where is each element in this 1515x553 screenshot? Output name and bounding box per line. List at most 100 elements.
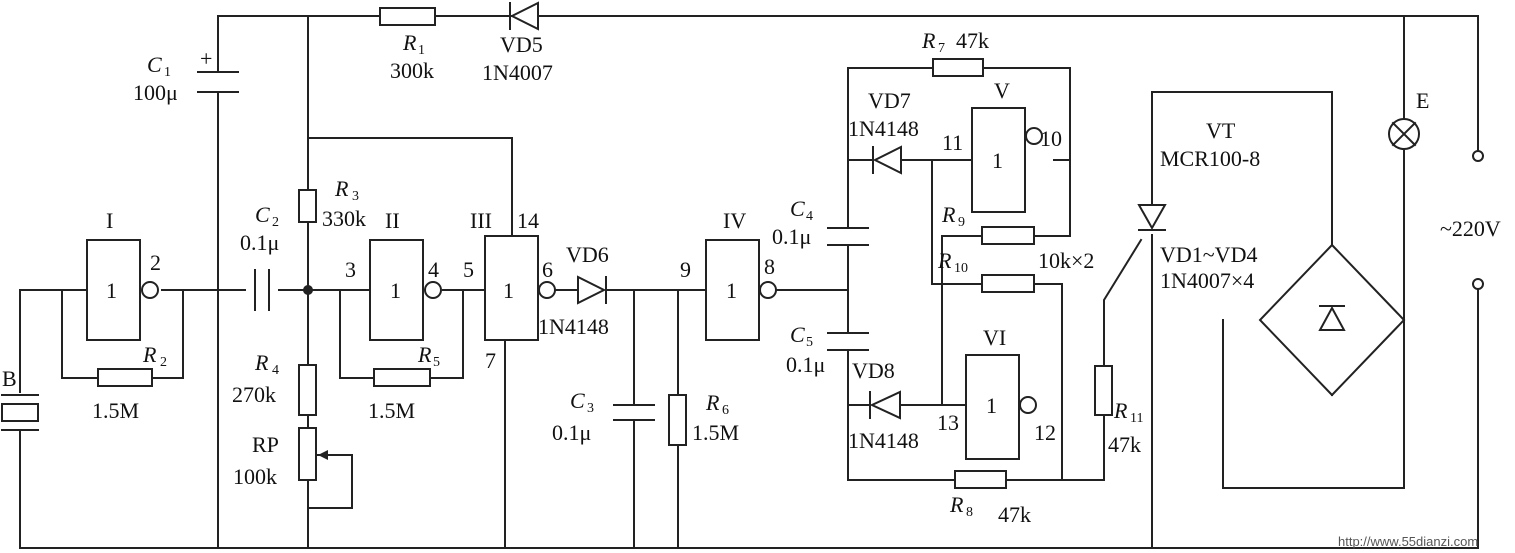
svg-text:1N4148: 1N4148 xyxy=(848,428,919,453)
svg-text:1: 1 xyxy=(418,43,425,58)
svg-text:1.5M: 1.5M xyxy=(368,398,415,423)
svg-text:R: R xyxy=(941,202,956,227)
svg-text:11: 11 xyxy=(942,130,963,155)
resistor-r3: R 3 330k xyxy=(298,176,366,231)
svg-text:C: C xyxy=(255,202,270,227)
capacitor-c5: C 5 0.1μ xyxy=(786,322,869,377)
resistor-r5: R 5 1.5M xyxy=(368,342,440,423)
svg-text:12: 12 xyxy=(1034,420,1056,445)
svg-text:R: R xyxy=(254,350,269,375)
svg-text:II: II xyxy=(385,208,400,233)
svg-text:0.1μ: 0.1μ xyxy=(552,420,591,445)
svg-text:14: 14 xyxy=(517,208,539,233)
gate-V: V 1 11 10 xyxy=(942,78,1062,213)
svg-text:III: III xyxy=(470,208,492,233)
junction-dots xyxy=(303,285,313,295)
svg-text:V: V xyxy=(994,78,1010,103)
svg-text:2: 2 xyxy=(160,355,167,370)
potentiometer-rp: RP 100k xyxy=(233,427,328,489)
watermark: http://www.55dianzi.com xyxy=(1338,534,1478,549)
svg-text:1N4007×4: 1N4007×4 xyxy=(1160,268,1254,293)
svg-text:~220V: ~220V xyxy=(1440,216,1501,241)
svg-text:47k: 47k xyxy=(998,502,1031,527)
gate-III: III 1 5 6 14 7 xyxy=(463,208,556,373)
gate-IV: IV 1 9 8 xyxy=(680,208,777,341)
diode-vd7: VD7 1N4148 xyxy=(848,88,919,175)
svg-text:4: 4 xyxy=(428,257,439,282)
svg-text:5: 5 xyxy=(806,335,813,350)
svg-text:VD6: VD6 xyxy=(566,242,609,267)
svg-text:R: R xyxy=(1113,398,1128,423)
thyristor-vt: VT MCR100-8 xyxy=(1137,118,1260,231)
svg-text:R: R xyxy=(921,28,936,53)
svg-text:300k: 300k xyxy=(390,58,434,83)
svg-text:4: 4 xyxy=(272,363,279,378)
svg-text:MCR100-8: MCR100-8 xyxy=(1160,146,1260,171)
svg-text:C: C xyxy=(570,388,585,413)
svg-text:VD7: VD7 xyxy=(868,88,911,113)
svg-text:2: 2 xyxy=(150,250,161,275)
svg-text:I: I xyxy=(106,208,113,233)
mains-terminals: ~220V xyxy=(1440,150,1501,290)
svg-text:3: 3 xyxy=(587,401,594,416)
svg-text:47k: 47k xyxy=(1108,432,1141,457)
gate-II: II 1 3 4 xyxy=(345,208,442,341)
svg-text:10: 10 xyxy=(954,261,968,276)
resistor-r1: R 1 300k xyxy=(379,7,436,83)
svg-text:R: R xyxy=(949,492,964,517)
svg-text:VD8: VD8 xyxy=(852,358,895,383)
svg-text:3: 3 xyxy=(345,257,356,282)
resistor-r7: R 7 47k xyxy=(921,28,989,77)
svg-text:1: 1 xyxy=(503,278,514,303)
svg-text:R: R xyxy=(142,342,157,367)
svg-text:11: 11 xyxy=(1130,411,1143,426)
svg-text:6: 6 xyxy=(542,257,553,282)
resistor-r2: R 2 1.5M xyxy=(92,342,167,423)
svg-text:C: C xyxy=(790,196,805,221)
gate-VI: VI 1 13 12 xyxy=(937,325,1056,460)
diode-vd8: VD8 1N4148 xyxy=(848,358,919,453)
svg-text:R: R xyxy=(334,176,349,201)
svg-text:1.5M: 1.5M xyxy=(92,398,139,423)
svg-text:8: 8 xyxy=(966,505,973,520)
bridge-rectifier: VD1~VD4 1N4007×4 xyxy=(1160,242,1406,397)
svg-text:5: 5 xyxy=(433,355,440,370)
svg-text:B: B xyxy=(2,366,17,391)
svg-text:100μ: 100μ xyxy=(133,80,178,105)
resistor-r8: R 8 47k xyxy=(949,470,1031,527)
svg-text:9: 9 xyxy=(958,215,965,230)
svg-text:2: 2 xyxy=(272,215,279,230)
svg-text:1: 1 xyxy=(390,278,401,303)
svg-text:0.1μ: 0.1μ xyxy=(772,224,811,249)
svg-text:1N4148: 1N4148 xyxy=(848,116,919,141)
resistor-r4: R 4 270k xyxy=(232,350,317,416)
svg-text:1N4007: 1N4007 xyxy=(482,60,553,85)
svg-text:7: 7 xyxy=(938,41,945,56)
diode-vd5: VD5 1N4007 xyxy=(482,1,553,85)
svg-text:E: E xyxy=(1416,88,1429,113)
capacitor-c2: C 2 0.1μ xyxy=(240,202,279,311)
resistor-r6: R 6 1.5M xyxy=(668,390,739,446)
diode-vd6: VD6 1N4148 xyxy=(538,242,609,339)
svg-text:10k×2: 10k×2 xyxy=(1038,248,1094,273)
capacitor-c4: C 4 0.1μ xyxy=(772,196,869,249)
svg-text:6: 6 xyxy=(722,403,729,418)
svg-text:1: 1 xyxy=(986,393,997,418)
svg-text:1.5M: 1.5M xyxy=(692,420,739,445)
svg-text:R: R xyxy=(402,30,417,55)
svg-text:100k: 100k xyxy=(233,464,277,489)
lamp-e: E xyxy=(1388,88,1429,150)
capacitor-c1: + C 1 100μ xyxy=(133,46,239,105)
resistor-r9: R 9 xyxy=(941,202,1035,245)
svg-text:4: 4 xyxy=(806,209,813,224)
wires xyxy=(19,15,1479,549)
svg-text:47k: 47k xyxy=(956,28,989,53)
svg-text:1N4148: 1N4148 xyxy=(538,314,609,339)
svg-text:VD5: VD5 xyxy=(500,32,543,57)
svg-text:VD1~VD4: VD1~VD4 xyxy=(1160,242,1257,267)
svg-text:R: R xyxy=(705,390,720,415)
svg-text:0.1μ: 0.1μ xyxy=(786,352,825,377)
buzzer-b: B xyxy=(1,366,39,431)
svg-text:1: 1 xyxy=(992,148,1003,173)
svg-text:VI: VI xyxy=(983,325,1006,350)
